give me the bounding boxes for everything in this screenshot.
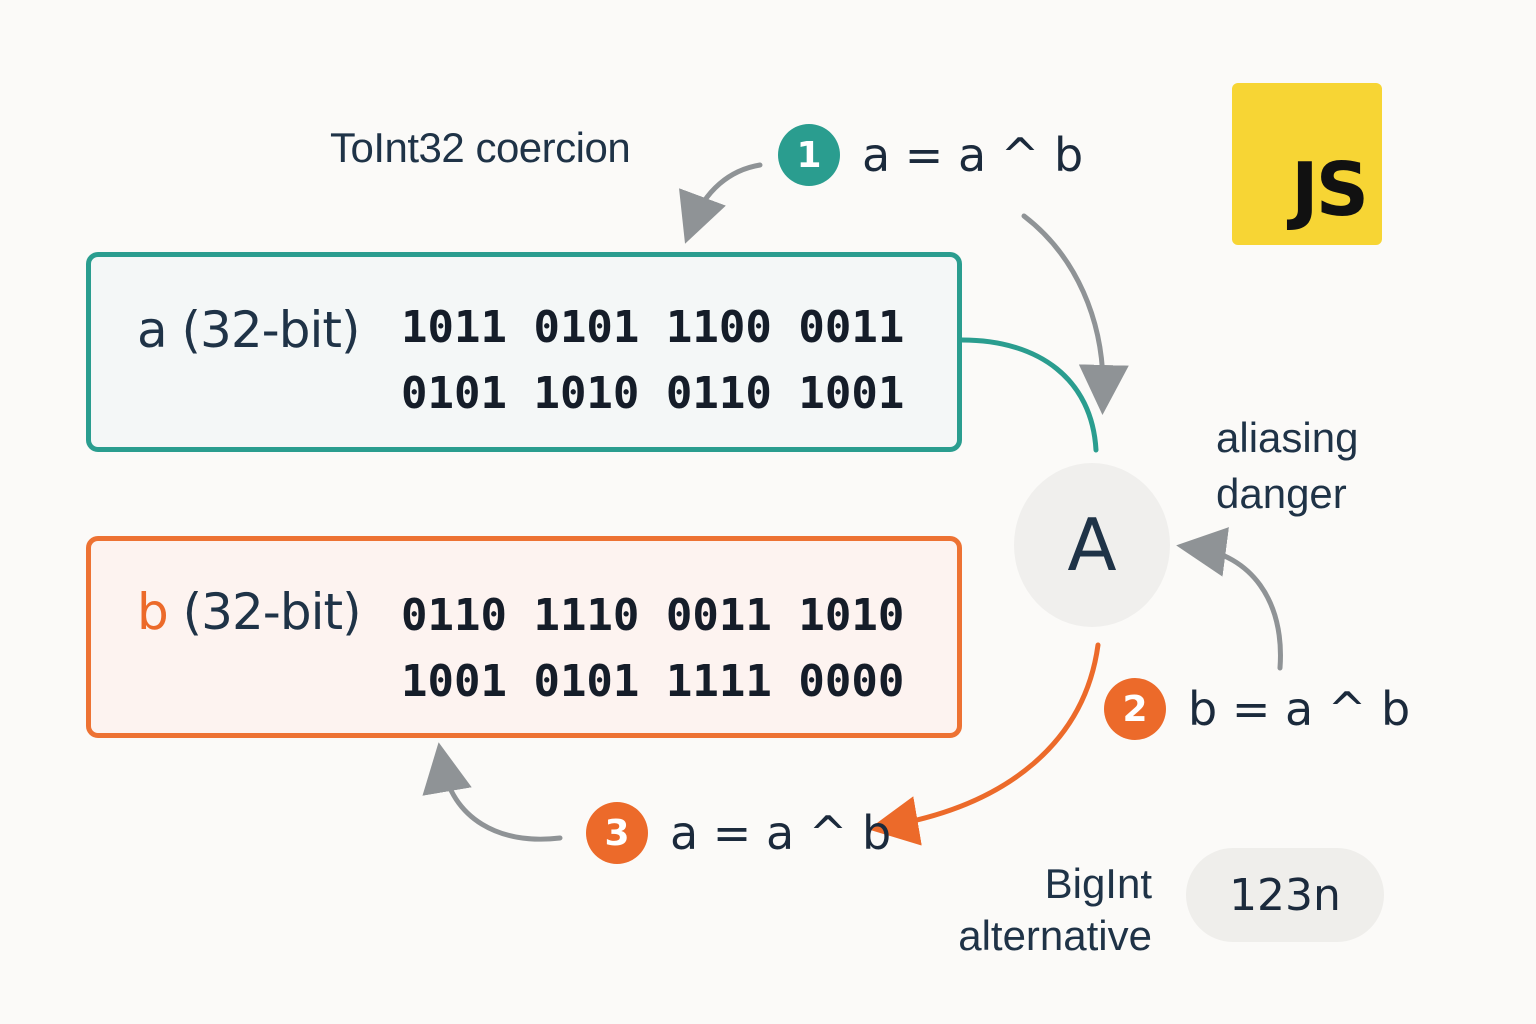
- coercion-label: ToInt32 coercion: [330, 124, 631, 171]
- register-b-box: b (32-bit) 0110 1110 0011 1010 1001 0101…: [86, 536, 962, 738]
- register-a-box: a (32-bit) 1011 0101 1100 0011 0101 1010…: [86, 252, 962, 452]
- js-logo-text: JS: [1291, 147, 1369, 233]
- register-a-size: (32-bit): [181, 301, 361, 359]
- step-3: 3 a = a ^ b: [586, 802, 891, 864]
- step-1-expression: a = a ^ b: [862, 128, 1084, 182]
- register-b-label: b (32-bit): [137, 583, 362, 641]
- arrow-step1-to-node: [1021, 213, 1129, 415]
- step-3-expression: a = a ^ b: [670, 806, 892, 860]
- arrow-node-to-step3: [868, 642, 1101, 846]
- step-2-expression: b = a ^ b: [1188, 682, 1411, 736]
- step-2: 2 b = a ^ b: [1104, 678, 1410, 740]
- bigint-alternative-label: BigInt alternative: [958, 860, 1152, 959]
- step-1-badge: 1: [778, 124, 840, 186]
- arrow-step2-to-node: [1176, 527, 1283, 671]
- arrow-step1-to-register-a: [679, 162, 763, 244]
- arrow-step3-to-register-b: [422, 742, 563, 842]
- step-2-badge: 2: [1104, 678, 1166, 740]
- bigint-value-pill: 123n: [1186, 848, 1384, 942]
- register-b-name: b: [137, 583, 169, 641]
- step-3-badge: 3: [586, 802, 648, 864]
- wire-register-a-to-node: [959, 337, 1099, 453]
- register-a-label: a (32-bit): [137, 301, 361, 359]
- register-b-size: (32-bit): [182, 583, 362, 641]
- register-a-name: a: [137, 301, 168, 359]
- js-logo: JS: [1232, 83, 1382, 245]
- register-a-bits: 1011 0101 1100 0011 0101 1010 0110 1001: [401, 302, 905, 419]
- step-1: 1 a = a ^ b: [778, 124, 1083, 186]
- xor-node: A: [1014, 463, 1170, 627]
- aliasing-danger-label: aliasing danger: [1216, 414, 1359, 517]
- register-b-bits: 0110 1110 0011 1010 1001 0101 1111 0000: [401, 590, 905, 707]
